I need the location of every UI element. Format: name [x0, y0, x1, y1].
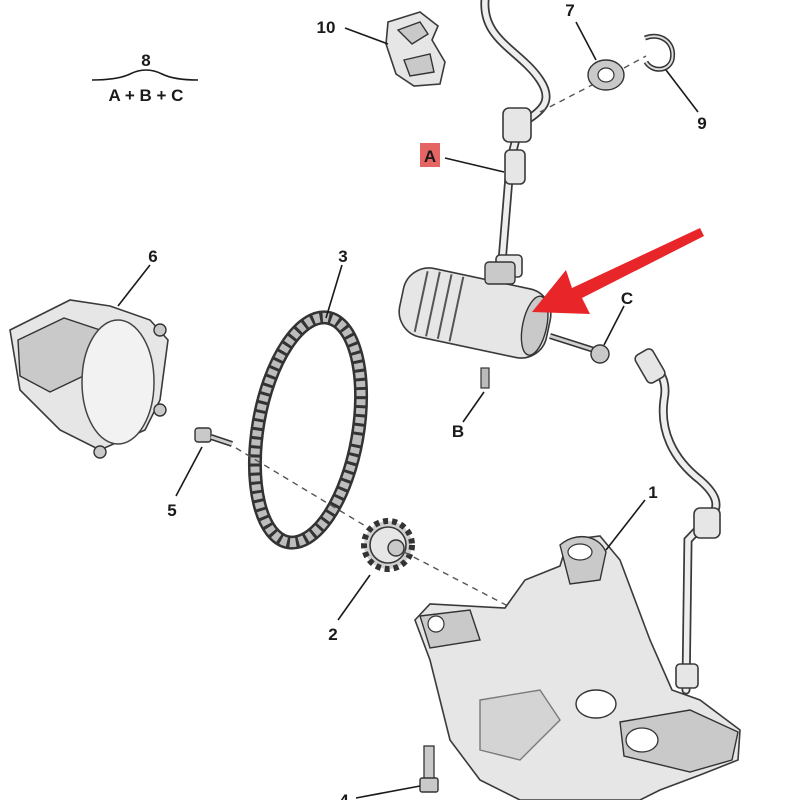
dashed-line-seal — [539, 84, 593, 113]
callout-a: A — [424, 147, 436, 166]
callout-4: 4 — [339, 791, 349, 800]
part-7-seal — [587, 59, 625, 91]
callout-2: 2 — [328, 625, 337, 644]
callout-10: 10 — [317, 18, 336, 37]
formula-bottom: A + B + C — [109, 86, 184, 105]
callout-c: C — [621, 289, 633, 308]
callout-b: B — [452, 422, 464, 441]
part-2-sprocket — [361, 518, 415, 572]
part-a-pipe-lower — [634, 348, 721, 695]
bolt-b — [480, 367, 490, 389]
solenoid-valve — [398, 261, 552, 359]
part-a-pipe-upper — [480, 0, 551, 278]
part-9-clip — [643, 33, 676, 72]
callout-6: 6 — [148, 247, 157, 266]
part-10-bracket — [385, 11, 446, 87]
callout-9: 9 — [697, 114, 706, 133]
callout-a-highlight — [420, 143, 440, 167]
callout-1: 1 — [648, 483, 657, 502]
part-4-bolt — [419, 745, 439, 793]
dashed-line-sprocket — [403, 551, 509, 607]
formula-8: 8 A + B + C — [91, 51, 199, 105]
dashed-line-bolt — [235, 447, 373, 531]
part-6-unit — [9, 299, 169, 459]
callout-3: 3 — [338, 247, 347, 266]
red-pointer-arrow — [532, 228, 704, 314]
leader-lines — [117, 21, 699, 799]
part-5-bolt — [194, 427, 233, 447]
callout-7: 7 — [565, 1, 574, 20]
callout-5: 5 — [167, 501, 176, 520]
dashed-line-clip — [623, 55, 647, 69]
part-3-chain — [247, 310, 369, 550]
part-1-oil-pump — [414, 535, 741, 800]
formula-top: 8 — [141, 51, 150, 70]
bolt-c — [549, 333, 610, 364]
